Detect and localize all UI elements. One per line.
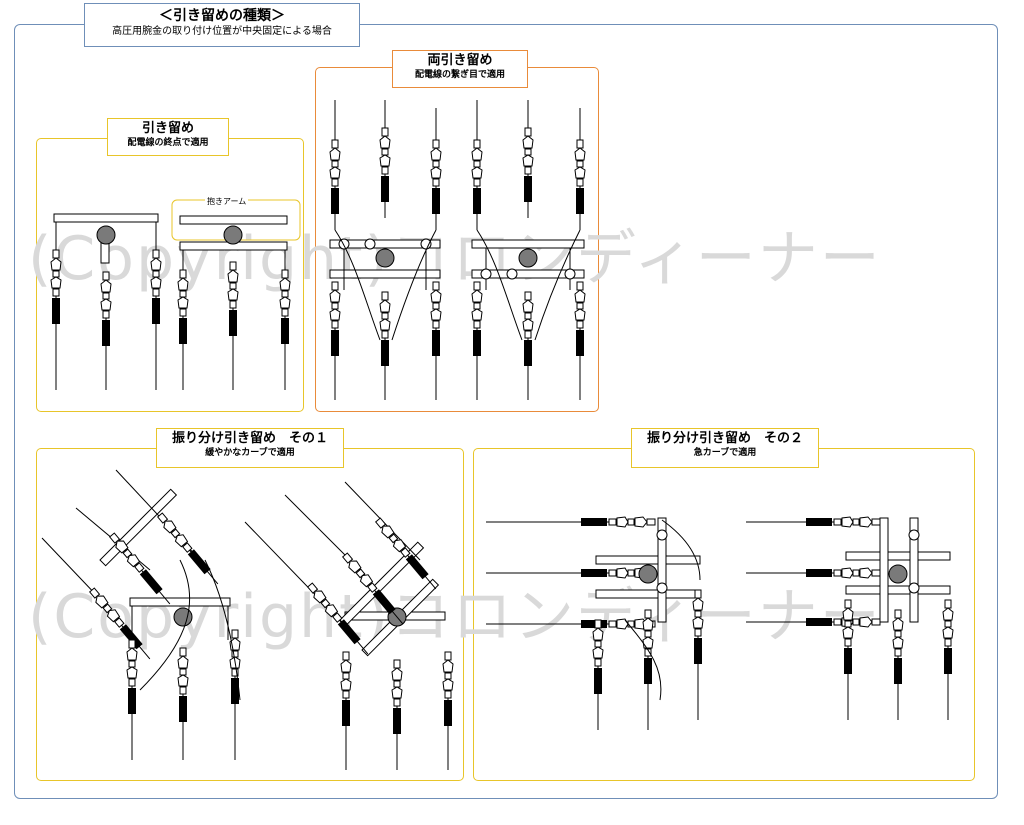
label-hikidome-title: 引き留め: [141, 121, 194, 136]
label-furiwake-1: 振り分け引き留め その１ 緩やかなカーブで適用: [156, 428, 344, 468]
label-furiwake-1-subtitle: 緩やかなカーブで適用: [205, 448, 295, 458]
label-furiwake-2: 振り分け引き留め その２ 急カーブで適用: [631, 428, 819, 468]
furiwake2-diagram: [486, 516, 954, 730]
hikidome-diagram: [50, 199, 301, 390]
label-hikidome: 引き留め 配電線の終点で適用: [107, 118, 229, 156]
label-hikidome-subtitle: 配電線の終点で適用: [127, 138, 209, 148]
label-furiwake-2-title: 振り分け引き留め その２: [646, 431, 803, 446]
furiwake1-diagram: [41, 469, 454, 770]
main-title-box: ＜引き留めの種類＞ 高圧用腕金の取り付け位置が中央固定による場合: [84, 3, 360, 47]
tag-daki-arm: 抱きアーム: [205, 196, 249, 207]
label-ryohikidome: 両引き留め 配電線の繋ぎ目で適用: [392, 50, 528, 88]
watermark-top: (Copyright)コロンディーナー: [28, 224, 882, 294]
watermark-bottom: (Copyright)コロンディーナー: [28, 582, 882, 652]
ryohikidome-diagram: [329, 100, 586, 400]
main-subtitle: 高圧用腕金の取り付け位置が中央固定による場合: [112, 26, 332, 37]
outer-frame: [14, 24, 998, 799]
label-furiwake-2-subtitle: 急カーブで適用: [693, 448, 757, 458]
main-title: ＜引き留めの種類＞: [159, 8, 285, 24]
label-ryohikidome-title: 両引き留め: [427, 53, 493, 68]
label-ryohikidome-subtitle: 配電線の繋ぎ目で適用: [414, 70, 505, 80]
label-furiwake-1-title: 振り分け引き留め その１: [171, 431, 328, 446]
